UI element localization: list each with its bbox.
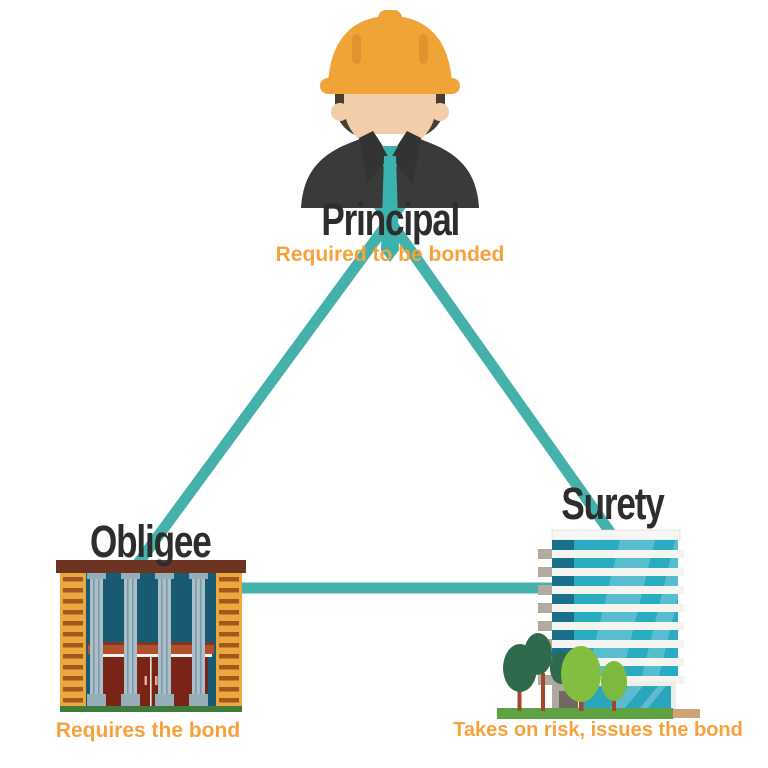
column bbox=[121, 573, 140, 706]
obligee-label: Obligee bbox=[0, 519, 300, 564]
surety-label-text: Surety bbox=[561, 478, 665, 529]
construction-worker-icon bbox=[301, 10, 479, 262]
trees bbox=[503, 633, 627, 711]
door-handle-left bbox=[144, 676, 147, 685]
column bbox=[189, 573, 208, 706]
edge-principal-obligee bbox=[126, 186, 417, 577]
office-building-icon bbox=[497, 529, 700, 719]
tree-trunks bbox=[517, 673, 616, 711]
courthouse-building-icon bbox=[56, 560, 246, 712]
tie bbox=[381, 146, 399, 262]
tree-dark bbox=[524, 633, 552, 675]
lapel-left bbox=[359, 131, 390, 184]
hard-hat-icon bbox=[320, 10, 460, 94]
edge-principal-surety bbox=[363, 186, 627, 553]
grass bbox=[497, 708, 673, 719]
roof-band bbox=[551, 529, 681, 541]
surety-label: Surety bbox=[463, 481, 763, 526]
brick-pillar-left bbox=[60, 573, 86, 706]
obligee-label-text: Obligee bbox=[89, 516, 212, 567]
brick-pillar-right bbox=[216, 573, 242, 706]
walkway bbox=[673, 709, 700, 718]
column bbox=[87, 573, 106, 706]
principal-label-text: Principal bbox=[321, 194, 460, 245]
principal-subtitle: Required to be bonded bbox=[275, 243, 505, 266]
tree-light bbox=[601, 661, 627, 701]
door-handle-right bbox=[155, 676, 158, 685]
surety-subtitle: Takes on risk, issues the bond bbox=[453, 719, 743, 741]
brick-lines bbox=[63, 577, 239, 703]
grass-strip bbox=[60, 706, 242, 712]
roof-bar bbox=[56, 560, 246, 573]
columns bbox=[87, 573, 208, 706]
column bbox=[155, 573, 174, 706]
tree-light bbox=[561, 646, 601, 702]
obligee-subtitle: Requires the bond bbox=[55, 719, 241, 742]
principal-label: Principal bbox=[190, 197, 590, 242]
lapel-right bbox=[390, 131, 421, 184]
